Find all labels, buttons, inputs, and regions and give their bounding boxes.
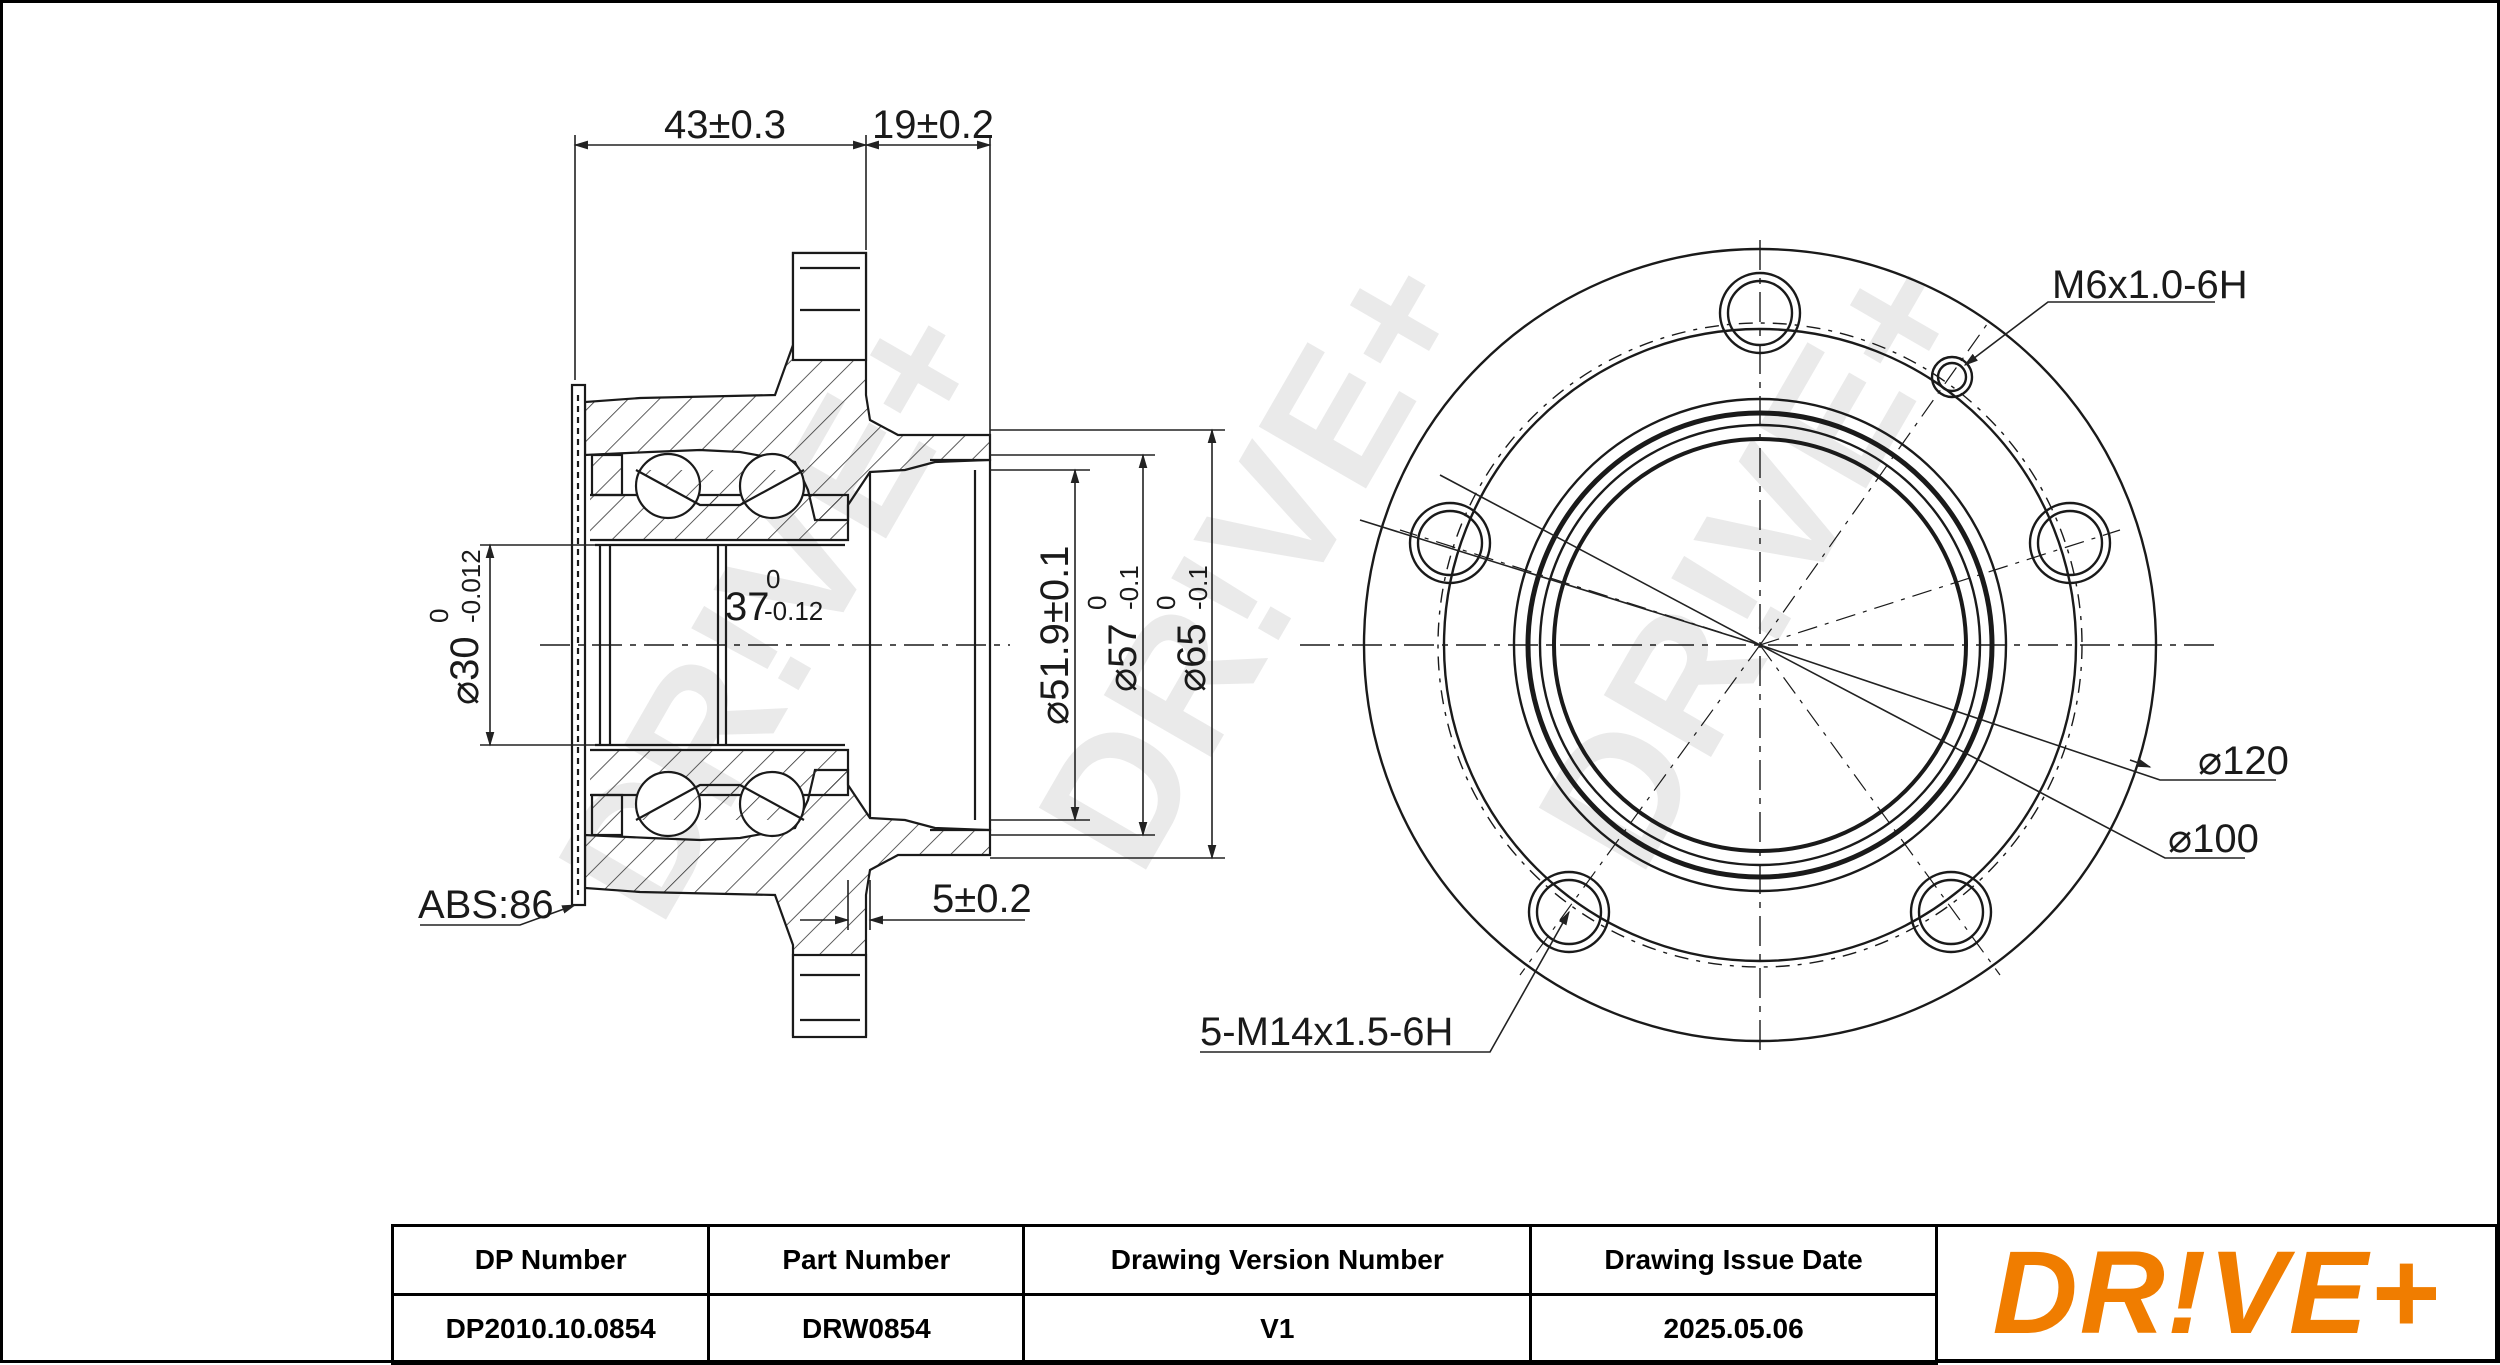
stud-hole [2028,501,2112,585]
dim-bearing-width: 37 [725,585,770,629]
dim-small-thread: M6x1.0-6H [2052,263,2248,307]
dim-pilot-diameter: ⌀51.9±0.1 [1033,546,1077,726]
hub-front-view [1300,240,2220,1050]
dim-bearing-tol-lower: -0.12 [764,596,823,626]
dim-stud-threads: 5-M14x1.5-6H [1200,1010,1453,1054]
right-dimensions [1200,301,2276,1053]
title-block: DP Number Part Number Drawing Version Nu… [390,1224,2498,1365]
dim-bearing-tol-upper: 0 [766,564,780,594]
dim-spigot-tol-upper: 0 [1082,596,1112,610]
dim-flange-offset: 19±0.2 [872,103,994,147]
stud-hole [1408,501,1492,585]
dim-spigot-tol-lower: -0.1 [1114,565,1144,610]
dim-flange-thickness: 5±0.2 [932,877,1032,921]
value-part-number: DRW0854 [707,1293,1026,1365]
header-issue-date: Drawing Issue Date [1529,1224,1938,1296]
header-dp-number: DP Number [390,1224,711,1296]
stud-upper [791,251,868,362]
spigot [930,458,992,832]
seal-upper [590,453,624,497]
small-threaded-hole [1930,355,1974,399]
abs-label: ABS:86 [418,883,554,927]
left-dimension-texts: 43±0.3 19±0.2 ⌀30 -0.012 0 37 -0.12 0 ⌀5… [418,103,1214,927]
dim-hub-tol-upper: 0 [1151,596,1181,610]
dim-hub-diameter: ⌀65 [1170,623,1214,692]
dim-pcd-diameter: ⌀100 [2168,817,2259,861]
svg-text:DR!VE+: DR!VE+ [1500,223,2007,900]
value-drawing-version: V1 [1022,1293,1533,1365]
dim-spigot-diameter: ⌀57 [1101,623,1145,692]
left-dimensions [420,135,1225,930]
title-block-table: DP Number Part Number Drawing Version Nu… [390,1224,1938,1365]
dim-bore-diameter: ⌀30 [443,636,487,705]
header-drawing-version: Drawing Version Number [1022,1224,1533,1296]
stud-hole [1527,870,1611,954]
dim-bore-tol-lower: -0.012 [456,549,486,623]
watermark-right: DR!VE+ [1500,223,2007,900]
stud-hole [1909,870,1993,954]
drive-logo: DR!VE+ [1992,1227,2441,1359]
value-issue-date: 2025.05.06 [1529,1293,1938,1365]
dim-outer-diameter: ⌀120 [2198,739,2289,783]
right-dimension-texts: M6x1.0-6H ⌀120 ⌀100 5-M14x1.5-6H [1200,263,2289,1054]
stud-lower [791,953,868,1039]
header-part-number: Part Number [707,1224,1026,1296]
seal-lower [590,793,624,837]
dim-bore-tol-upper: 0 [424,609,454,623]
value-dp-number: DP2010.10.0854 [390,1293,711,1365]
logo-cell: DR!VE+ [1938,1224,2498,1362]
dim-hub-tol-lower: -0.1 [1183,565,1213,610]
hub-section-view [540,251,1010,1039]
dim-overall-length: 43±0.3 [664,103,786,147]
